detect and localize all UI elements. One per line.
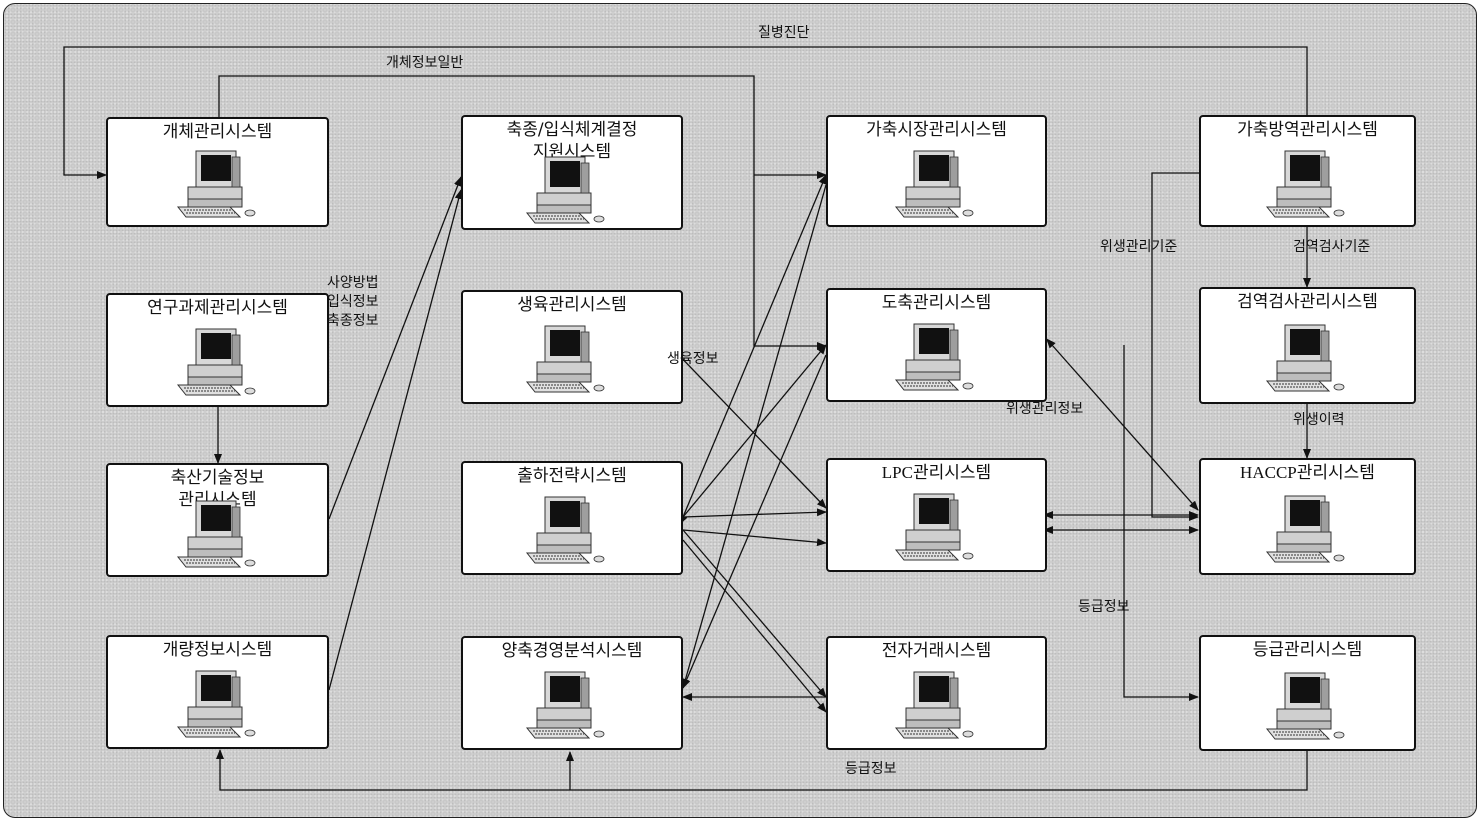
desktop-computer-icon [519, 324, 613, 396]
shipping-to-lpc-arrow [682, 508, 827, 518]
inspection-standard-label: 검역검사기준 [1293, 239, 1371, 255]
node-title: 개체관리시스템 [162, 122, 273, 142]
slaughter-haccp-arrow [1046, 338, 1199, 511]
desktop-computer-icon [170, 149, 264, 221]
livestock-tech-info-system[interactable]: 축산기술정보 관리시스템 [106, 463, 329, 577]
node-title: 생육관리시스템 [517, 295, 627, 315]
market-to-farm-arrow [681, 184, 827, 689]
desktop-computer-icon [519, 495, 613, 567]
node-title: 양축경영분석시스템 [501, 641, 643, 661]
node-title: 검역검사관리시스템 [1237, 292, 1378, 312]
desktop-computer-icon [170, 499, 264, 571]
node-title: 연구과제관리시스템 [147, 298, 288, 318]
rearing-info-label: 생육정보 [667, 351, 719, 367]
desktop-computer-icon [888, 492, 982, 564]
node-title: 가축시장관리시스템 [866, 120, 1007, 140]
shipping-to-slaughter-arrow [677, 344, 827, 524]
grade-info-bottom-label: 등급정보 [845, 761, 897, 777]
grade-return-arrow [216, 749, 1308, 791]
node-title: 가축방역관리시스템 [1237, 120, 1378, 140]
slaughter-to-farm-arrow [682, 354, 827, 689]
individual-management-system[interactable]: 개체관리시스템 [106, 117, 329, 227]
node-title: HACCP관리시스템 [1240, 463, 1375, 482]
grade-info-right-label: 등급정보 [1078, 599, 1130, 615]
slaughter-management-system[interactable]: 도축관리시스템 [826, 288, 1047, 402]
quarantine-management-system[interactable]: 가축방역관리시스템 [1199, 115, 1416, 227]
hygiene-history-label: 위생이력 [1293, 412, 1345, 428]
node-title: 전자거래시스템 [881, 641, 992, 661]
node-title: 등급관리시스템 [1252, 640, 1363, 660]
node-title: 출하전략시스템 [517, 466, 627, 486]
grade-info-right-arrow [1123, 345, 1199, 701]
desktop-computer-icon [888, 149, 982, 221]
desktop-computer-icon [1259, 671, 1353, 743]
rearing-info-arrow [671, 347, 827, 509]
hygiene-standard-label: 위생관리기준 [1100, 239, 1178, 255]
desktop-computer-icon [1259, 494, 1353, 566]
disease-diagnosis-arrow [63, 46, 1308, 179]
desktop-computer-icon [170, 327, 264, 399]
desktop-computer-icon [519, 155, 613, 227]
shipping-to-ecommerce-arrow [682, 529, 827, 698]
grading-management-system[interactable]: 등급관리시스템 [1199, 635, 1416, 751]
farm-management-analysis-system[interactable]: 양축경영분석시스템 [461, 636, 683, 750]
breeding-info-label: 사양방법 입식정보 축종정보 [327, 275, 379, 329]
node-title: 도축관리시스템 [881, 293, 992, 313]
haccp-management-system[interactable]: HACCP관리시스템 [1199, 458, 1416, 575]
desktop-computer-icon [519, 670, 613, 742]
desktop-computer-icon [888, 670, 982, 742]
hygiene-management-info-label: 위생관리정보 [1006, 401, 1084, 417]
breed-decision-support-system[interactable]: 축종/입식체계결정 지원시스템 [461, 115, 683, 230]
disease-diagnosis-label: 질병진단 [758, 25, 810, 41]
improvement-to-breed-arrow [328, 189, 463, 691]
desktop-computer-icon [888, 322, 982, 394]
desktop-computer-icon [170, 669, 264, 741]
shipping-to-lpc-arrow-2 [682, 529, 827, 547]
desktop-computer-icon [1259, 323, 1353, 395]
individual-general-label: 개체정보일반 [386, 55, 464, 71]
inspection-management-system[interactable]: 검역검사관리시스템 [1199, 287, 1416, 404]
e-commerce-system[interactable]: 전자거래시스템 [826, 636, 1047, 750]
shipping-strategy-system[interactable]: 출하전략시스템 [461, 461, 683, 575]
shipping-to-ecommerce-arrow-2 [682, 539, 827, 713]
improvement-info-system[interactable]: 개량정보시스템 [106, 635, 329, 749]
node-title: 개량정보시스템 [162, 640, 273, 660]
tech-to-breed-arrow [328, 176, 462, 520]
livestock-market-system[interactable]: 가축시장관리시스템 [826, 115, 1047, 227]
desktop-computer-icon [1259, 149, 1353, 221]
rearing-management-system[interactable]: 생육관리시스템 [461, 290, 683, 404]
lpc-management-system[interactable]: LPC관리시스템 [826, 458, 1047, 572]
research-project-system[interactable]: 연구과제관리시스템 [106, 293, 329, 407]
node-title: LPC관리시스템 [881, 463, 992, 482]
